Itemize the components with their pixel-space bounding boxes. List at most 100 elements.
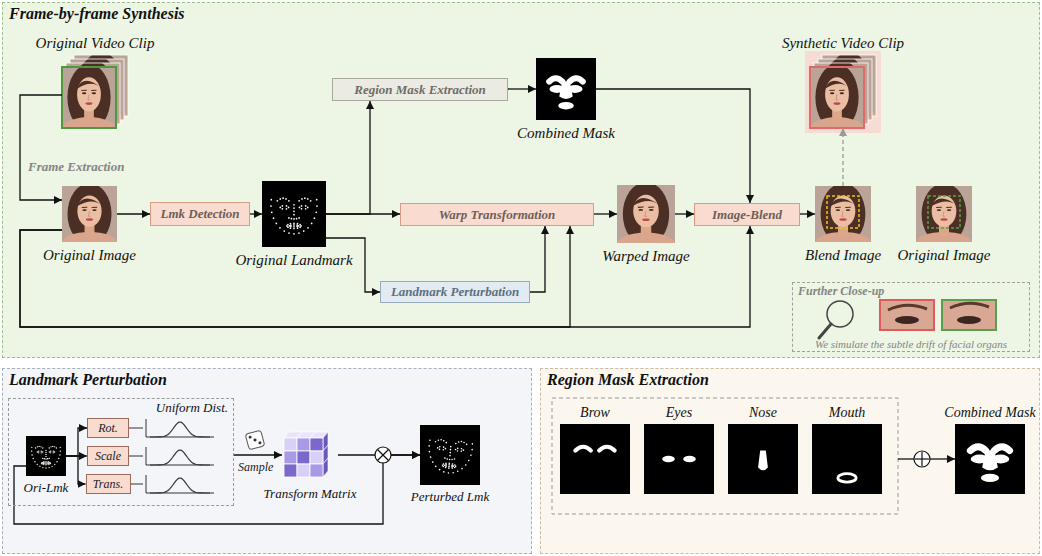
landmark-dots bbox=[448, 464, 450, 466]
landmark-dots bbox=[310, 200, 312, 202]
landmark-dots bbox=[458, 441, 460, 443]
connector bbox=[14, 455, 420, 524]
node-label: Eyes bbox=[666, 405, 692, 421]
node-label: Blend Image bbox=[805, 247, 881, 264]
dice-icon bbox=[245, 430, 265, 450]
matrix-icon: Transform Matrix bbox=[282, 428, 338, 482]
closeup-border bbox=[880, 300, 934, 330]
region-mask bbox=[955, 424, 1025, 494]
face-photo bbox=[833, 102, 840, 105]
landmark-dots bbox=[48, 467, 49, 468]
face-photo bbox=[937, 209, 941, 211]
landmark-dots bbox=[301, 198, 303, 200]
landmark-dots bbox=[307, 207, 309, 209]
landmark-dots bbox=[38, 450, 39, 451]
landmark-ground bbox=[262, 181, 326, 247]
landmark-dots bbox=[429, 439, 431, 441]
landmark-dots bbox=[47, 463, 48, 464]
landmark-dots bbox=[439, 469, 441, 471]
face-photo bbox=[835, 207, 841, 208]
face-photo bbox=[92, 92, 96, 94]
node-label: Synthetic Video Clip bbox=[782, 35, 904, 52]
landmark-dots bbox=[35, 447, 36, 448]
face-photo bbox=[62, 186, 117, 242]
box-label: Scale bbox=[95, 449, 121, 464]
landmark-dots bbox=[50, 446, 51, 447]
face-photo bbox=[946, 207, 952, 208]
landmark-dots bbox=[457, 447, 459, 449]
landmark-dots bbox=[314, 217, 316, 219]
landmark-dots bbox=[47, 462, 48, 463]
closeup-border bbox=[942, 300, 996, 330]
landmark-dots bbox=[45, 450, 46, 451]
face-photo bbox=[88, 211, 90, 216]
panel-fill bbox=[2, 2, 1040, 358]
landmark-dots bbox=[39, 446, 40, 447]
face-photo bbox=[922, 186, 967, 242]
process-box: Lmk Detection bbox=[150, 202, 250, 226]
landmark-dots bbox=[290, 223, 292, 225]
node-label: Combined Mask bbox=[517, 125, 615, 142]
landmark-dots bbox=[48, 464, 49, 465]
landmark-dots bbox=[293, 222, 295, 224]
region-mask-panel: Region Mask ExtractionBrowEyesNoseMouthC… bbox=[540, 368, 1040, 554]
landmark-dots bbox=[50, 452, 51, 453]
landmark-dots bbox=[426, 438, 474, 476]
face-photo bbox=[839, 218, 846, 220]
face-photo bbox=[633, 198, 659, 206]
landmark-image: Ori-Lmk bbox=[26, 436, 66, 476]
landmark-image: Perturbed Lmk bbox=[420, 425, 480, 485]
landmark-dots bbox=[42, 467, 43, 468]
landmark-plot bbox=[262, 181, 326, 247]
landmark-dots bbox=[286, 205, 288, 207]
landmark-dots bbox=[311, 223, 313, 225]
process-box: Image-Blend bbox=[694, 203, 800, 226]
face-photo bbox=[638, 206, 644, 207]
landmark-dots bbox=[43, 463, 44, 464]
landmark-dots bbox=[287, 224, 289, 226]
landmark-dots bbox=[460, 450, 462, 452]
face-photo bbox=[947, 209, 951, 211]
landmark-dots bbox=[445, 467, 447, 469]
landmark-dots bbox=[293, 228, 295, 230]
dice-icon bbox=[253, 438, 257, 442]
transform-matrix-icon bbox=[297, 464, 310, 477]
landmark-dots bbox=[435, 465, 437, 467]
landmark-dots bbox=[449, 455, 451, 457]
panel-title: Frame-by-frame Synthesis bbox=[9, 5, 185, 23]
landmark-dots bbox=[465, 464, 467, 466]
landmark-dots bbox=[270, 197, 318, 234]
landmark-dots bbox=[299, 207, 301, 209]
node-label: Uniform Dist. bbox=[156, 400, 228, 416]
face-photo bbox=[77, 77, 101, 111]
face-photo bbox=[77, 81, 101, 89]
multiply-symbol bbox=[378, 450, 389, 461]
landmark-dots bbox=[443, 446, 445, 448]
face-photo bbox=[936, 207, 942, 208]
landmark-dots bbox=[56, 447, 57, 448]
landmark-dots bbox=[449, 459, 451, 461]
landmark-dots bbox=[31, 446, 61, 469]
distribution-curve bbox=[146, 419, 147, 437]
landmark-ground bbox=[420, 425, 480, 485]
landmark-dots bbox=[279, 227, 281, 229]
focus-square bbox=[827, 196, 859, 228]
sum-symbol bbox=[914, 451, 930, 467]
landmark-dots bbox=[428, 445, 430, 447]
face-photo bbox=[831, 196, 856, 227]
param-box: Trans. bbox=[86, 474, 131, 494]
landmark-dots bbox=[31, 447, 32, 448]
region-mask bbox=[758, 451, 768, 471]
landmark-dots bbox=[443, 440, 445, 442]
landmark-dots bbox=[293, 211, 295, 213]
landmark-dots bbox=[445, 448, 447, 450]
region-mask bbox=[838, 474, 856, 482]
landmark-dots bbox=[56, 461, 57, 462]
face-photo bbox=[829, 90, 834, 91]
face-photo bbox=[916, 186, 972, 242]
landmark-dots bbox=[34, 461, 35, 462]
region-mask bbox=[994, 447, 1009, 451]
